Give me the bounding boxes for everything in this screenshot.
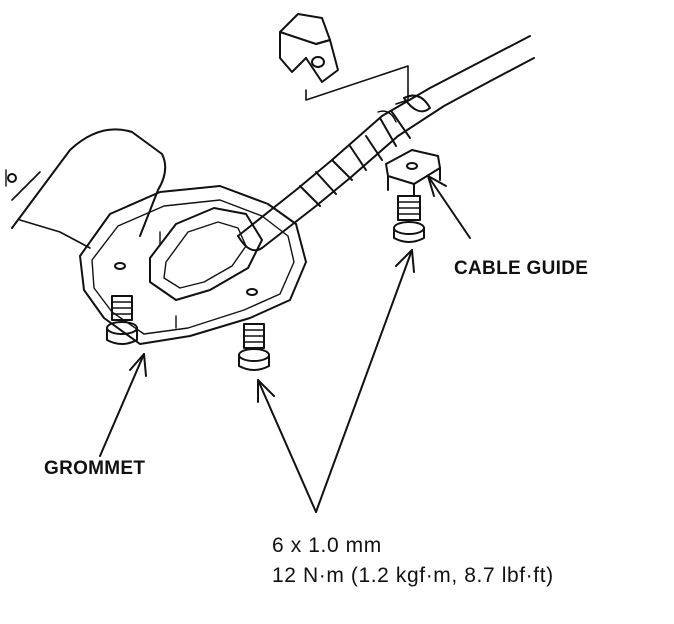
bolt-grommet-left <box>106 295 138 345</box>
arrow-to-cable-guide <box>427 175 471 239</box>
grommet-plate <box>79 185 307 345</box>
body-panel <box>5 128 167 249</box>
torque-spec-label: 12 N·m (1.2 kgf·m, 8.7 lbf·ft) <box>272 564 554 587</box>
bolt-size-label: 6 x 1.0 mm <box>272 534 382 557</box>
cable-guide-bracket <box>385 149 441 197</box>
brake-cable <box>237 35 535 252</box>
arrow-to-center-bolt <box>257 379 317 513</box>
grommet-label: GROMMET <box>44 458 146 479</box>
bolt-cable-guide <box>393 195 425 243</box>
bracket-detail <box>279 13 409 105</box>
cable-guide-label: CABLE GUIDE <box>454 258 589 279</box>
leader-arrows <box>99 175 471 513</box>
arrow-to-grommet <box>99 353 145 457</box>
arrow-to-guide-bolt <box>315 249 413 513</box>
bolt-grommet-center <box>238 323 270 371</box>
